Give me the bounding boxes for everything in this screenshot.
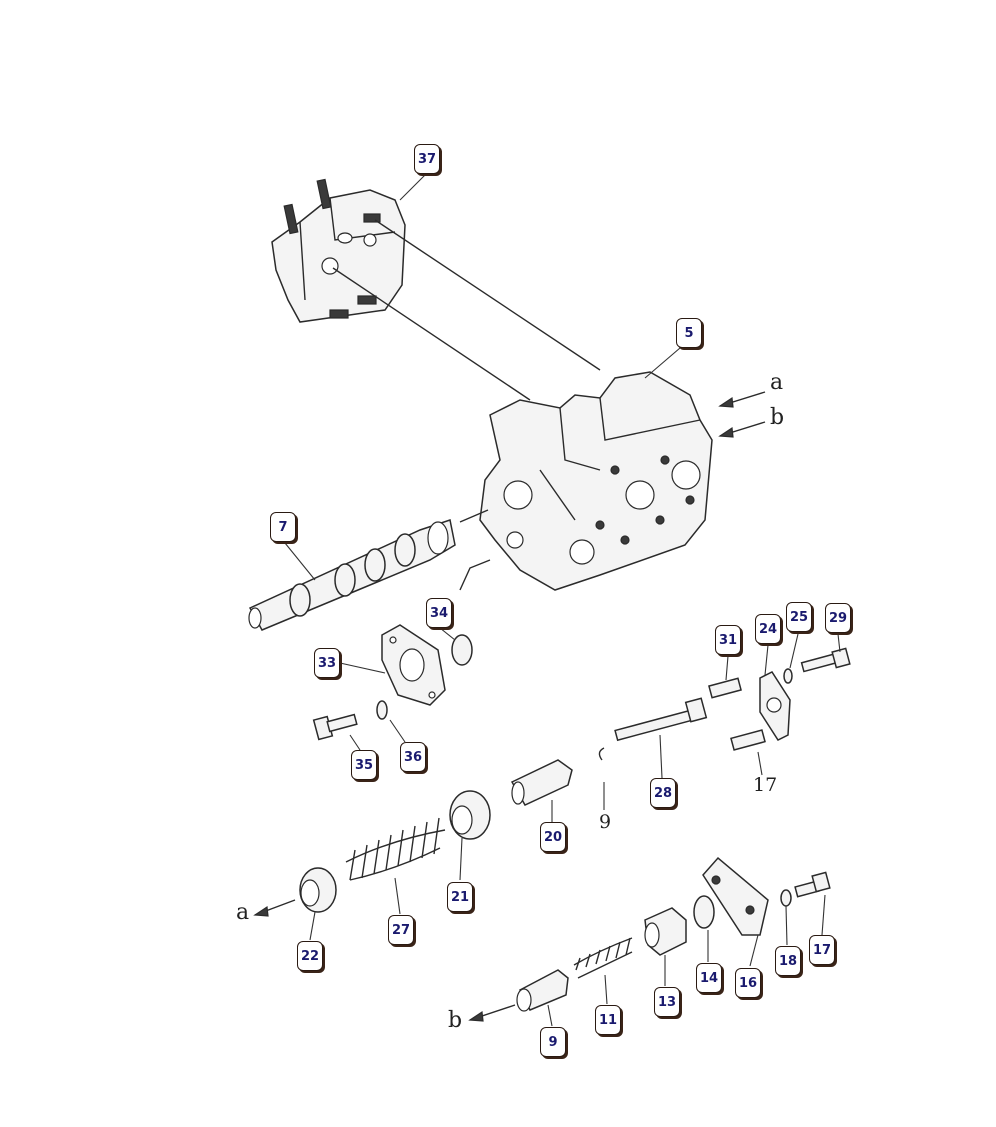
bolt-28-drawing bbox=[614, 697, 708, 742]
callout-35: 35 bbox=[351, 750, 377, 780]
pin-31-drawing bbox=[708, 677, 742, 699]
ring-34-drawing bbox=[451, 634, 473, 666]
cover-housing-drawing bbox=[271, 178, 406, 323]
callout-29: 29 bbox=[825, 603, 851, 633]
label-b-top: b bbox=[770, 405, 785, 430]
seat-21-drawing bbox=[449, 790, 491, 840]
callout-24: 24 bbox=[755, 614, 781, 644]
callout-25: 25 bbox=[786, 602, 812, 632]
label-17-plain: 17 bbox=[753, 774, 778, 796]
spring-27-drawing bbox=[345, 817, 446, 881]
piston-9-drawing bbox=[516, 969, 569, 1012]
callout-22: 22 bbox=[297, 941, 323, 971]
bolt-17-drawing bbox=[794, 871, 831, 898]
pin-17-drawing bbox=[730, 729, 766, 751]
callout-33: 33 bbox=[314, 648, 340, 678]
clip-9-drawing bbox=[598, 747, 605, 761]
callout-16: 16 bbox=[735, 968, 761, 998]
callout-31: 31 bbox=[715, 625, 741, 655]
washer-36-drawing bbox=[376, 700, 388, 720]
washer-18-drawing bbox=[780, 889, 792, 907]
callout-27: 27 bbox=[388, 915, 414, 945]
callout-7: 7 bbox=[270, 512, 296, 542]
callout-18: 18 bbox=[775, 946, 801, 976]
piston-13-drawing bbox=[644, 907, 687, 956]
callout-36: 36 bbox=[400, 742, 426, 772]
oring-14-drawing bbox=[693, 895, 715, 929]
callout-14: 14 bbox=[696, 963, 722, 993]
plate-16-drawing bbox=[702, 856, 769, 936]
callout-5: 5 bbox=[676, 318, 702, 348]
label-a-bottom: a bbox=[236, 900, 250, 925]
bolt-29-drawing bbox=[800, 647, 851, 673]
valve-body-drawing bbox=[459, 371, 713, 591]
label-a-top: a bbox=[770, 370, 784, 395]
callout-9: 9 bbox=[540, 1027, 566, 1057]
callout-13: 13 bbox=[654, 987, 680, 1017]
callout-34: 34 bbox=[426, 598, 452, 628]
callout-21: 21 bbox=[447, 882, 473, 912]
washer-25-drawing bbox=[783, 668, 793, 684]
callout-28: 28 bbox=[650, 778, 676, 808]
label-9-plain: 9 bbox=[599, 811, 612, 833]
piston-20-drawing bbox=[510, 759, 573, 806]
plate-24-drawing bbox=[759, 671, 791, 741]
spool-drawing bbox=[248, 509, 489, 631]
sleeve-22-drawing bbox=[299, 867, 337, 913]
label-b-bottom: b bbox=[448, 1008, 463, 1033]
bolt-35-drawing bbox=[312, 713, 358, 741]
callout-17: 17 bbox=[809, 935, 835, 965]
callout-37: 37 bbox=[414, 144, 440, 174]
callout-11: 11 bbox=[595, 1005, 621, 1035]
spring-11-drawing bbox=[573, 937, 633, 979]
cover-plate-drawing bbox=[381, 624, 446, 706]
callout-20: 20 bbox=[540, 822, 566, 852]
leader-lines bbox=[284, 174, 841, 1027]
